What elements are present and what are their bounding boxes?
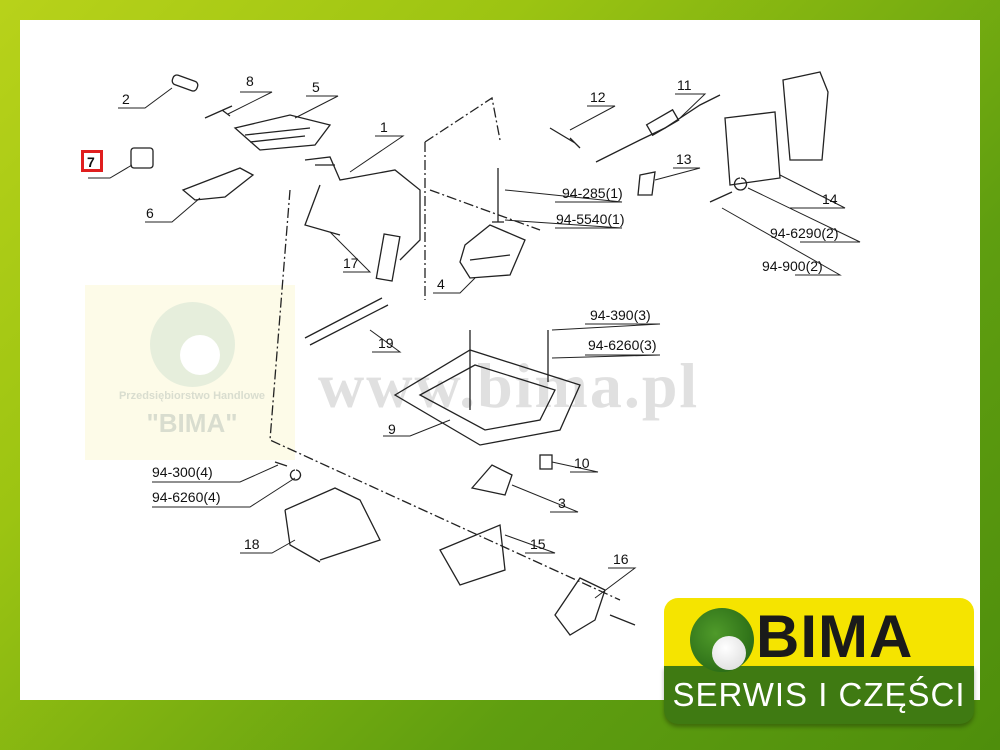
- label-8: 8: [246, 73, 254, 89]
- label-6: 6: [146, 205, 154, 221]
- label-94-6260-4: 94-6260(4): [152, 489, 221, 505]
- label-3: 3: [558, 495, 566, 511]
- label-11: 11: [677, 77, 692, 93]
- label-94-6260-3: 94-6260(3): [588, 337, 657, 353]
- logo-name: BIMA: [756, 603, 914, 670]
- label-17: 17: [343, 255, 359, 271]
- label-13: 13: [676, 151, 692, 167]
- label-14: 14: [822, 191, 838, 207]
- label-16: 16: [613, 551, 629, 567]
- label-18: 18: [244, 536, 260, 552]
- logo-ball-highlight-icon: [712, 636, 746, 670]
- watermark-logo-dot: [180, 335, 220, 375]
- label-2: 2: [122, 91, 130, 107]
- label-94-285: 94-285(1): [562, 185, 623, 201]
- label-7: 7: [87, 154, 95, 170]
- label-1: 1: [380, 119, 388, 135]
- label-94-900: 94-900(2): [762, 258, 823, 274]
- label-94-300: 94-300(4): [152, 464, 213, 480]
- label-5: 5: [312, 79, 320, 95]
- watermark-url: www.bima.pl: [318, 350, 700, 421]
- label-94-390: 94-390(3): [590, 307, 651, 323]
- label-94-5540: 94-5540(1): [556, 211, 625, 227]
- bima-logo: BIMA SERWIS I CZĘŚCI: [664, 598, 974, 726]
- label-10: 10: [574, 455, 590, 471]
- label-94-6290: 94-6290(2): [770, 225, 839, 241]
- label-19: 19: [378, 335, 394, 351]
- label-9: 9: [388, 421, 396, 437]
- logo-tagline: SERWIS I CZĘŚCI: [672, 676, 966, 713]
- watermark-name: "BIMA": [146, 408, 238, 438]
- label-15: 15: [530, 536, 546, 552]
- watermark-company: Przedsiębiorstwo Handlowe: [118, 390, 266, 402]
- label-4: 4: [437, 276, 445, 292]
- label-12: 12: [590, 89, 606, 105]
